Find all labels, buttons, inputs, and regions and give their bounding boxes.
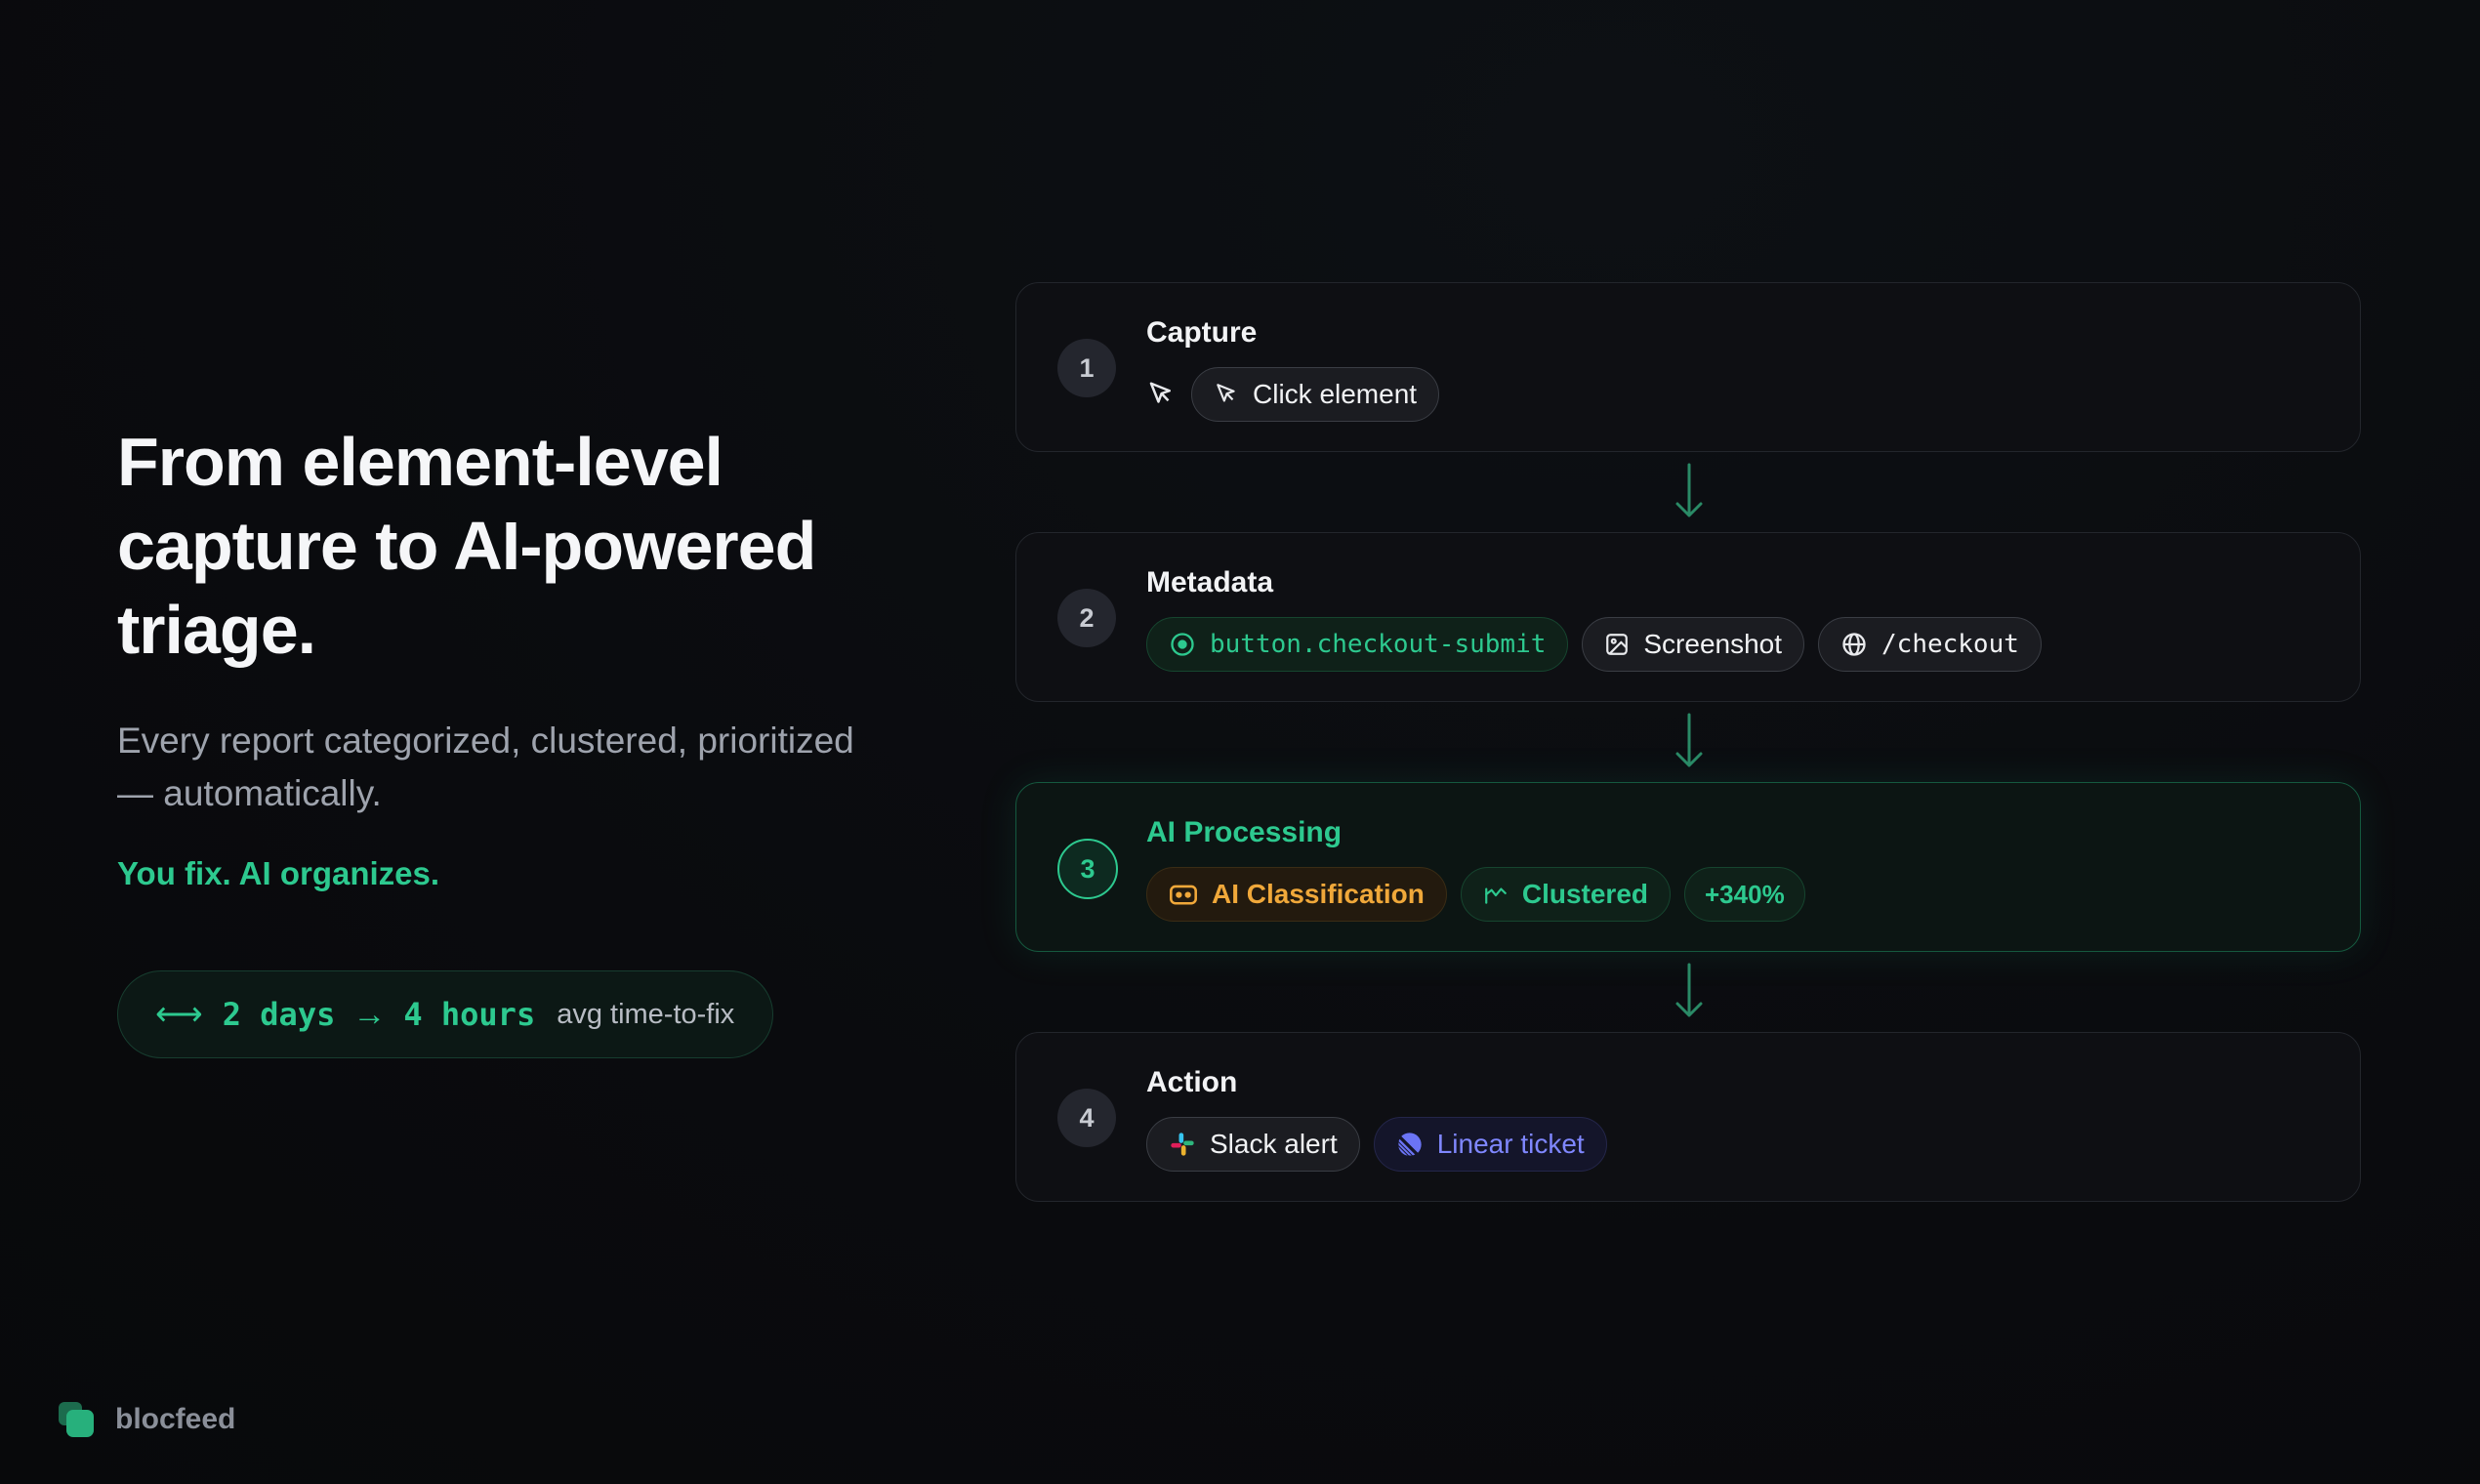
- flow-arrow-down-icon: [1675, 713, 1703, 767]
- subhead-line: Every report categorized, clustered, pri…: [117, 721, 854, 761]
- robot-icon: [1169, 881, 1198, 908]
- chip-label: AI Classification: [1212, 879, 1425, 909]
- headline-line: From element-level: [117, 424, 723, 500]
- step-title: Action: [1146, 1066, 1238, 1098]
- stat-label: avg time-to-fix: [557, 998, 735, 1030]
- step-card-action: 4 Action Slack alert: [1015, 1032, 2361, 1202]
- step-number: 2: [1057, 589, 1116, 647]
- chip-click-element[interactable]: Click element: [1191, 367, 1440, 422]
- hero-subhead: Every report categorized, clustered, pri…: [117, 715, 937, 820]
- flow-arrow-down-icon: [1675, 963, 1703, 1017]
- cursor-arrow-icon: [1214, 382, 1239, 407]
- step-title: Metadata: [1146, 566, 1274, 598]
- step-number: 4: [1057, 1089, 1116, 1147]
- chip-label: Click element: [1253, 379, 1418, 409]
- chip-label: Clustered: [1521, 879, 1648, 909]
- hero-section: From element-level capture to AI-powered…: [117, 420, 937, 892]
- chip-ai-classification[interactable]: AI Classification: [1146, 867, 1447, 922]
- chip-screenshot[interactable]: Screenshot: [1582, 617, 1805, 672]
- image-icon: [1604, 632, 1630, 657]
- step-card-ai-processing: 3 AI Processing AI Classification Cluste…: [1015, 782, 2361, 952]
- step-chips: button.checkout-submit Screenshot /check…: [1146, 617, 2042, 672]
- chip-slack-alert[interactable]: Slack alert: [1146, 1117, 1360, 1172]
- brand-footer: blocfeed: [57, 1400, 235, 1439]
- step-title: AI Processing: [1146, 816, 1343, 848]
- subhead-line: — automatically.: [117, 773, 382, 813]
- chip-linear-ticket[interactable]: Linear ticket: [1373, 1117, 1607, 1172]
- step-number: 1: [1057, 339, 1116, 397]
- stat-from: 2 days: [222, 996, 336, 1033]
- headline-line: triage.: [117, 592, 316, 668]
- chip-clustered[interactable]: Clustered: [1460, 867, 1671, 922]
- stat-arrow: →: [352, 995, 387, 1033]
- blocfeed-logo-icon: [57, 1400, 96, 1439]
- chip-label: button.checkout-submit: [1210, 630, 1547, 659]
- chip-label: +340%: [1705, 879, 1785, 909]
- slack-icon: [1169, 1131, 1196, 1158]
- step-chips: Click element: [1146, 367, 1440, 422]
- step-card-capture: 1 Capture Click element: [1015, 282, 2361, 452]
- time-to-fix-stat: ⟷ 2 days → 4 hours avg time-to-fix: [117, 970, 773, 1058]
- chip-selector[interactable]: button.checkout-submit: [1146, 617, 1569, 672]
- flow-arrow-down-icon: [1675, 463, 1703, 517]
- target-icon: [1169, 631, 1196, 658]
- step-title: Capture: [1146, 316, 1258, 349]
- cursor-arrow-icon: [1146, 380, 1176, 409]
- headline-line: capture to AI-powered: [117, 508, 816, 584]
- step-card-metadata: 2 Metadata button.checkout-submit Screen…: [1015, 532, 2361, 702]
- arrows-horizontal-icon: ⟷: [155, 996, 203, 1033]
- chip-label: Linear ticket: [1436, 1129, 1585, 1159]
- stat-to: 4 hours: [403, 996, 536, 1033]
- trend-icon: [1483, 882, 1509, 907]
- linear-icon: [1396, 1131, 1424, 1158]
- chip-label: /checkout: [1881, 630, 2019, 659]
- hero-tagline: You fix. AI organizes.: [117, 855, 440, 891]
- globe-icon: [1840, 631, 1868, 658]
- step-chips: AI Classification Clustered +340%: [1146, 867, 1805, 922]
- chip-growth[interactable]: +340%: [1684, 867, 1805, 922]
- hero-headline: From element-level capture to AI-powered…: [117, 420, 937, 672]
- chip-url[interactable]: /checkout: [1818, 617, 2042, 672]
- brand-name: blocfeed: [115, 1403, 236, 1435]
- step-chips: Slack alert Linear ticket: [1146, 1117, 1607, 1172]
- step-number: 3: [1057, 839, 1118, 899]
- chip-label: Slack alert: [1210, 1129, 1338, 1159]
- chip-label: Screenshot: [1643, 629, 1783, 659]
